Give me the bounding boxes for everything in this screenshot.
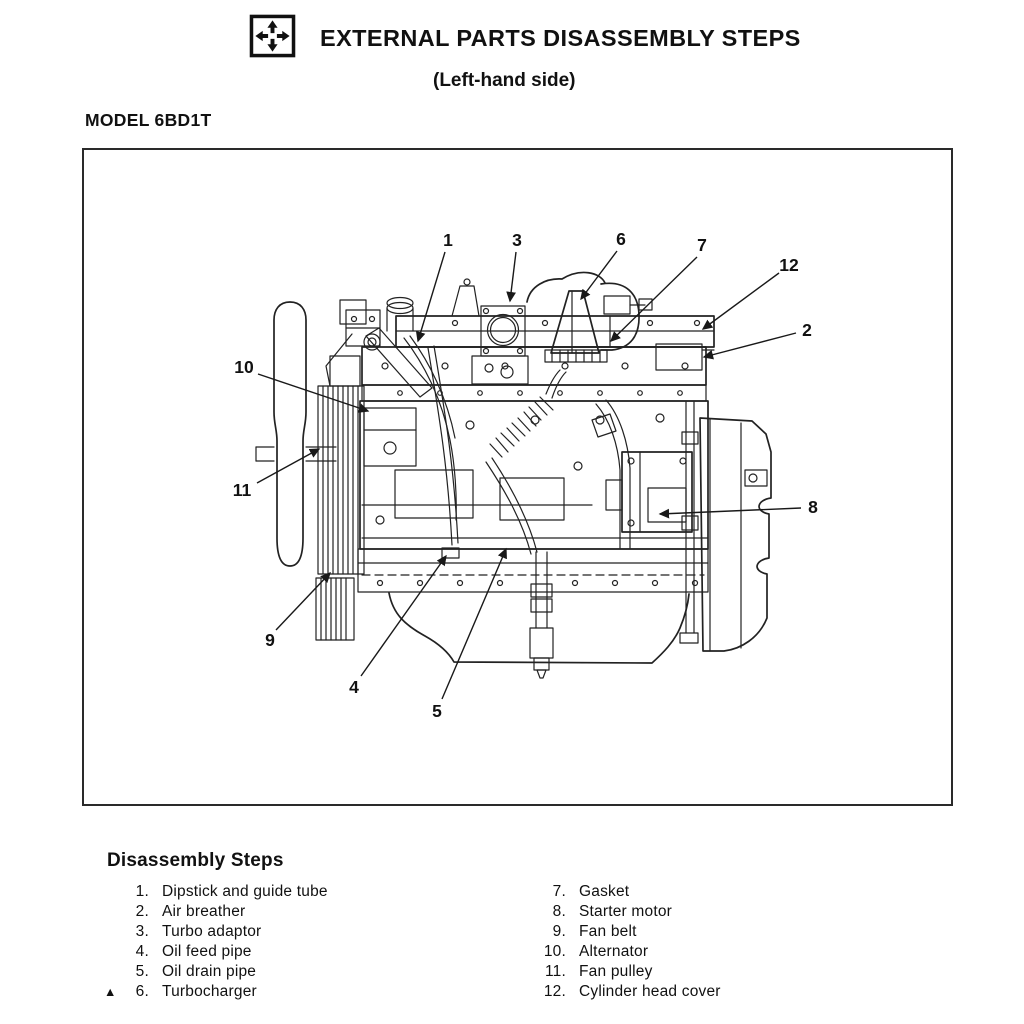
step-label: Alternator xyxy=(579,943,649,960)
callout-number-10: 10 xyxy=(234,357,254,377)
step-number: 2. xyxy=(135,903,149,920)
parts-list-item: 12. Cylinder head cover xyxy=(508,983,721,1003)
step-marker-triangle: ▲ xyxy=(104,985,117,999)
fan-pulley xyxy=(317,385,365,575)
parts-list-item: 3. Turbo adaptor xyxy=(99,923,328,943)
parts-list-item: ▲ 6. Turbocharger xyxy=(99,983,328,1003)
callout-leader-5 xyxy=(441,547,507,700)
cylinder-head xyxy=(361,346,707,402)
parts-list-item: 7. Gasket xyxy=(508,883,721,903)
fan-blade xyxy=(273,301,307,567)
callout-leader-11 xyxy=(256,448,321,484)
step-label: Oil feed pipe xyxy=(162,943,252,960)
parts-list-item: 10. Alternator xyxy=(508,943,721,963)
callout-leader-2 xyxy=(702,332,797,360)
cylinder-head-cover xyxy=(395,315,715,348)
parts-list-item: 1. Dipstick and guide tube xyxy=(99,883,328,903)
callout-number-2: 2 xyxy=(802,320,812,340)
step-label: Cylinder head cover xyxy=(579,983,721,1000)
callout-leader-6 xyxy=(580,250,618,301)
starter-motor xyxy=(605,451,693,533)
turbocharger xyxy=(526,271,653,363)
step-number: 7. xyxy=(552,883,566,900)
parts-list-heading: Disassembly Steps xyxy=(107,850,284,871)
callout-leader-10 xyxy=(257,373,370,413)
fan-belt-pulley xyxy=(315,577,355,641)
callout-leader-8 xyxy=(658,507,802,519)
parts-list-item: 2. Air breather xyxy=(99,903,328,923)
callout-number-12: 12 xyxy=(779,255,799,275)
step-label: Air breather xyxy=(162,903,246,920)
callout-number-1: 1 xyxy=(443,230,453,250)
step-number: 4. xyxy=(135,943,149,960)
step-label: Dipstick and guide tube xyxy=(162,883,328,900)
engine-diagram: 1 3 6 7 12 2 8 10 11 9 4 5 xyxy=(233,229,818,721)
engine-line-art xyxy=(255,271,772,679)
step-label: Oil drain pipe xyxy=(162,963,257,980)
dipstick-and-guide-tube xyxy=(363,327,457,521)
step-number: 1. xyxy=(135,883,149,900)
step-label: Starter motor xyxy=(579,903,673,920)
step-number: 5. xyxy=(135,963,149,980)
step-number: 11. xyxy=(545,963,566,980)
parts-list-item: 11. Fan pulley xyxy=(508,963,721,983)
page-title: EXTERNAL PARTS DISASSEMBLY STEPS xyxy=(320,25,801,51)
step-label: Fan belt xyxy=(579,923,637,940)
alternator xyxy=(363,407,417,467)
model-label: MODEL 6BD1T xyxy=(85,110,212,130)
callout-number-9: 9 xyxy=(265,630,275,650)
step-label: Turbocharger xyxy=(162,983,257,1000)
callout-number-3: 3 xyxy=(512,230,522,250)
oil-drain-pipe xyxy=(529,551,554,679)
parts-list-item: 4. Oil feed pipe xyxy=(99,943,328,963)
callout-number-5: 5 xyxy=(432,701,442,721)
callout-leader-3 xyxy=(506,251,517,303)
parts-list-column-right: 7. Gasket 8. Starter motor 9. Fan belt 10. Alte… xyxy=(508,883,721,1003)
parts-list-column-left: 1. Dipstick and guide tube 2. Air breather 3… xyxy=(99,883,328,1003)
move-arrows-icon xyxy=(249,14,296,58)
step-label: Fan pulley xyxy=(579,963,653,980)
step-label: Turbo adaptor xyxy=(162,923,262,940)
oil-pan xyxy=(388,592,690,664)
callout-number-11: 11 xyxy=(233,480,252,500)
callout-number-7: 7 xyxy=(697,235,707,255)
page-subtitle: (Left-hand side) xyxy=(433,70,576,91)
step-label: Gasket xyxy=(579,883,630,900)
step-number: 9. xyxy=(552,923,566,940)
callout-leader-9 xyxy=(275,571,331,631)
callout-leader-4 xyxy=(360,554,447,677)
step-number: 12. xyxy=(543,983,566,1000)
engine-diagram-frame: 1 3 6 7 12 2 8 10 11 9 4 5 xyxy=(82,148,953,806)
callout-leader-12 xyxy=(701,272,780,330)
callout-number-4: 4 xyxy=(349,677,359,697)
block-bottom-flange xyxy=(357,548,709,593)
step-number: 6. xyxy=(135,983,149,1000)
flywheel-housing xyxy=(699,417,772,652)
step-number: 3. xyxy=(135,923,149,940)
callout-number-6: 6 xyxy=(616,229,626,249)
parts-list-item: 5. Oil drain pipe xyxy=(99,963,328,983)
oil-filler xyxy=(386,296,414,332)
step-number: 10. xyxy=(543,943,566,960)
step-number: 8. xyxy=(552,903,566,920)
callout-number-8: 8 xyxy=(808,497,818,517)
parts-list-item: 9. Fan belt xyxy=(508,923,721,943)
diagram-callouts: 1 3 6 7 12 2 8 10 11 9 4 5 xyxy=(233,229,818,721)
callout-leader-7 xyxy=(609,256,698,342)
turbo-adaptor xyxy=(471,305,529,385)
flexible-drain-hose xyxy=(485,369,567,555)
callout-leader-1 xyxy=(415,251,446,343)
parts-list-item: 8. Starter motor xyxy=(508,903,721,923)
oil-feed-pipe xyxy=(427,345,460,559)
